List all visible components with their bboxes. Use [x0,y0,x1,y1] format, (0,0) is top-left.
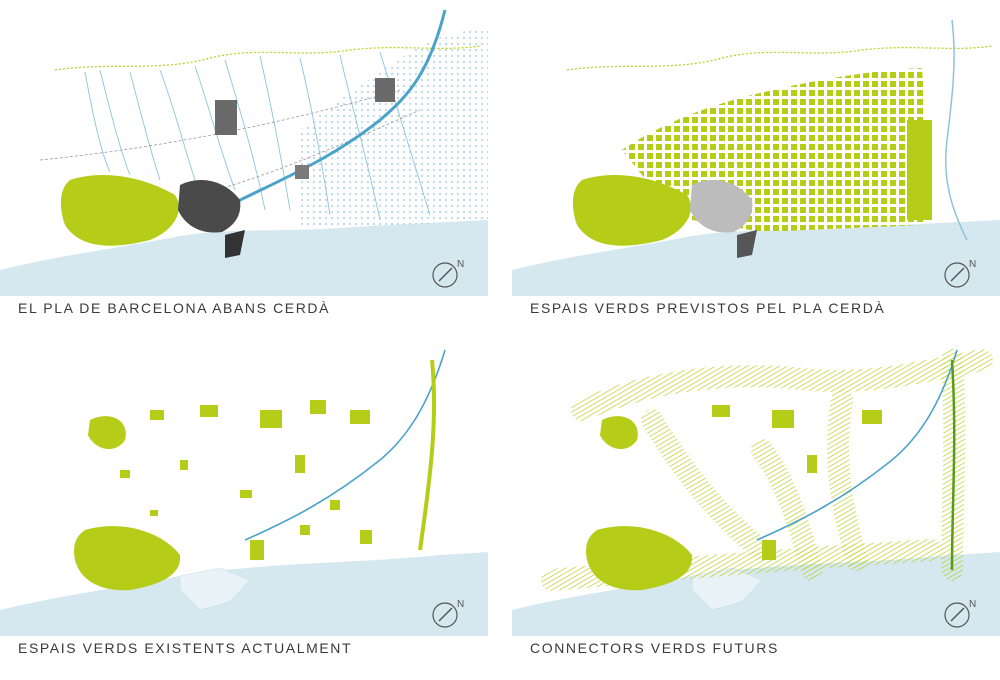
besos-river [229,9,447,207]
sea-area [512,220,1000,296]
planned-park-east [907,120,932,220]
panel-caption: EL PLA DE BARCELONA ABANS CERDÀ [18,300,331,316]
map-panel-before-cerda: N EL PLA DE BARCELONA ABANS CERDÀ [0,0,488,340]
green-patches [600,405,882,560]
north-arrow-icon: N [944,259,976,288]
north-label: N [457,259,464,270]
sea-area [512,552,1000,636]
montjuic-park [572,175,691,246]
north-label: N [457,599,464,610]
montjuic-park [74,526,181,591]
north-label: N [969,259,976,270]
besos-river [244,349,446,541]
barceloneta-block [737,230,757,258]
panel-caption: ESPAIS VERDS PREVISTOS PEL PLA CERDÀ [530,300,886,316]
map-before-cerda: N [0,9,488,296]
green-patches [88,400,372,560]
map-panel-existing-green: N ESPAIS VERDS EXISTENTS ACTUALMENT [0,340,488,680]
sea-area [0,552,488,636]
montjuic-park [60,175,179,246]
besos-green-corridor [418,359,437,551]
map-future-connectors: N [512,349,1000,636]
besos-river [756,349,958,541]
sea-area [0,220,488,296]
village-sant-andreu [375,78,395,102]
collserola-ridge [566,45,993,71]
delta-dotted-area [300,30,488,228]
map-existing-green: N [0,349,488,636]
map-cerda-plan: N [512,19,1000,296]
old-city-block [690,180,753,233]
barceloneta-block [225,230,245,258]
port-area [179,567,251,611]
besos-green-corridor [950,359,956,571]
village-gracia [215,100,237,135]
old-city-block [178,180,241,233]
besos-river [944,19,968,241]
montjuic-park [586,526,693,591]
panel-caption: ESPAIS VERDS EXISTENTS ACTUALMENT [18,640,353,656]
north-arrow-icon: N [944,599,976,628]
collserola-ridge [54,45,481,71]
map-panel-cerda-plan: N ESPAIS VERDS PREVISTOS PEL PLA CERDÀ [512,0,1000,340]
panel-caption: CONNECTORS VERDS FUTURS [530,640,779,656]
north-arrow-icon: N [432,259,464,288]
north-arrow-icon: N [432,599,464,628]
map-panel-future-connectors: N CONNECTORS VERDS FUTURS [512,340,1000,680]
village-sant-marti [295,165,309,179]
north-label: N [969,599,976,610]
